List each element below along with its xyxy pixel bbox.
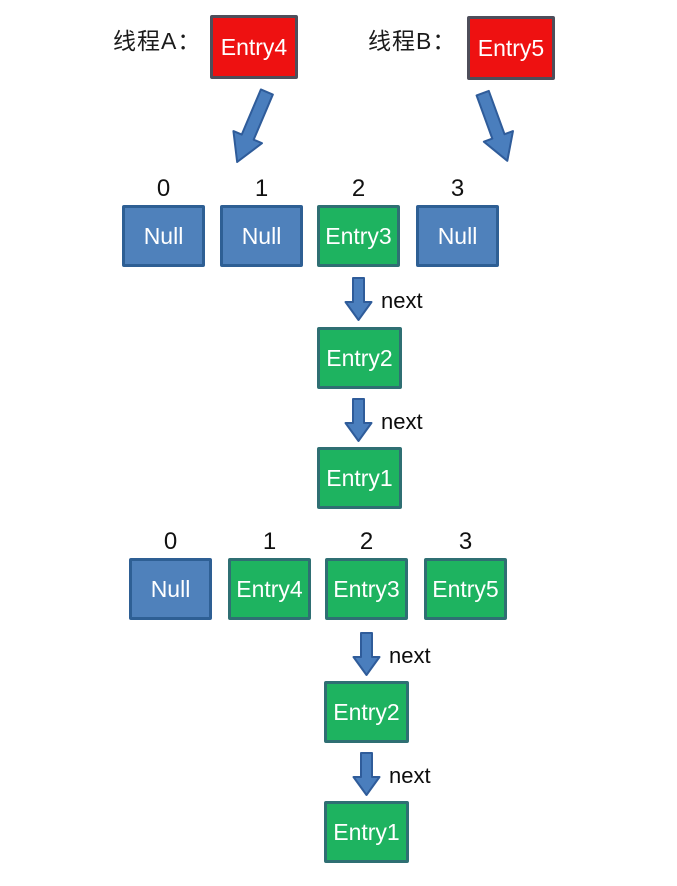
chain-node-box: Entry2 xyxy=(317,327,402,389)
thread-b-label: 线程B： xyxy=(368,28,457,54)
bucket-column: 3 Entry5 xyxy=(424,528,507,620)
bucket-column: 1 Entry4 xyxy=(228,528,311,620)
bucket-box: Null xyxy=(220,205,303,267)
thread-a-arrow-icon xyxy=(232,88,274,163)
next-arrow-icon xyxy=(352,632,381,676)
bucket-box: Entry3 xyxy=(317,205,400,267)
thread-a-label: 线程A： xyxy=(113,28,202,54)
thread-b-arrow-icon xyxy=(475,89,514,162)
bucket-index-label: 3 xyxy=(458,528,473,555)
bucket-index-label: 3 xyxy=(450,175,465,202)
next-arrow-icon xyxy=(344,277,373,321)
bucket-column: 0 Null xyxy=(129,528,212,620)
bucket-box: Null xyxy=(129,558,212,620)
thread-a-entry-box: Entry4 xyxy=(210,15,298,79)
next-label: next xyxy=(381,409,423,434)
bucket-index-label: 0 xyxy=(156,175,171,202)
chain-node-box: Entry2 xyxy=(324,681,409,743)
next-label: next xyxy=(389,763,431,788)
next-label: next xyxy=(389,643,431,668)
bucket-index-label: 1 xyxy=(254,175,269,202)
bucket-column: 2 Entry3 xyxy=(325,528,408,620)
bucket-box: Entry5 xyxy=(424,558,507,620)
thread-b-entry-box: Entry5 xyxy=(467,16,555,80)
chain-node-box: Entry1 xyxy=(317,447,402,509)
bucket-index-label: 1 xyxy=(262,528,277,555)
chain-node-box: Entry1 xyxy=(324,801,409,863)
bucket-box: Entry3 xyxy=(325,558,408,620)
bucket-column: 1 Null xyxy=(220,175,303,267)
bucket-index-label: 2 xyxy=(351,175,366,202)
bucket-column: 2 Entry3 xyxy=(317,175,400,267)
next-label: next xyxy=(381,288,423,313)
bucket-index-label: 2 xyxy=(359,528,374,555)
bucket-box: Null xyxy=(416,205,499,267)
next-arrow-icon xyxy=(352,752,381,796)
bucket-column: 0 Null xyxy=(122,175,205,267)
bucket-box: Entry4 xyxy=(228,558,311,620)
next-arrow-icon xyxy=(344,398,373,442)
bucket-column: 3 Null xyxy=(416,175,499,267)
bucket-index-label: 0 xyxy=(163,528,178,555)
bucket-box: Null xyxy=(122,205,205,267)
